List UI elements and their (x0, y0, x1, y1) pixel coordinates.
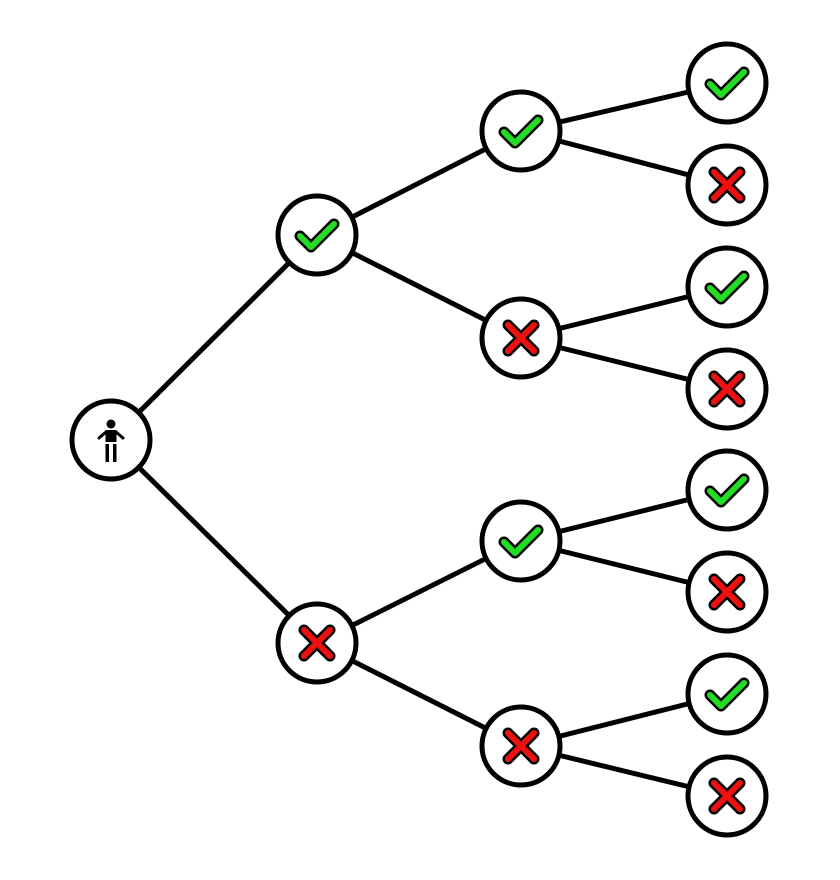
edges (108, 80, 730, 799)
node-n211 (685, 448, 769, 532)
node-n122 (685, 347, 769, 431)
node-n12 (479, 296, 563, 380)
check-icon (704, 66, 750, 101)
cross-icon (708, 777, 746, 815)
node-n121 (685, 245, 769, 329)
check-icon (704, 677, 750, 712)
cross-icon (502, 319, 540, 357)
edge-root-n1 (108, 232, 320, 443)
node-n112 (685, 143, 769, 227)
check-icon (498, 524, 544, 559)
cross-icon (502, 727, 540, 765)
check-icon (704, 270, 750, 305)
cross-icon (708, 166, 746, 204)
nodes (69, 41, 769, 838)
check-icon (294, 218, 340, 253)
node-n111 (685, 41, 769, 125)
cross-icon (298, 624, 336, 662)
cross-icon (708, 370, 746, 408)
edge-root-n2 (108, 437, 320, 646)
node-n22 (479, 704, 563, 788)
node-n2 (275, 601, 359, 685)
node-n1 (275, 193, 359, 277)
cross-icon (708, 573, 746, 611)
person-icon (97, 419, 125, 462)
check-icon (704, 473, 750, 508)
check-icon (498, 114, 544, 149)
node-n222 (685, 754, 769, 838)
node-n11 (479, 89, 563, 173)
node-n21 (479, 499, 563, 583)
node-n221 (685, 652, 769, 736)
node-n212 (685, 550, 769, 634)
node-root (69, 398, 153, 482)
